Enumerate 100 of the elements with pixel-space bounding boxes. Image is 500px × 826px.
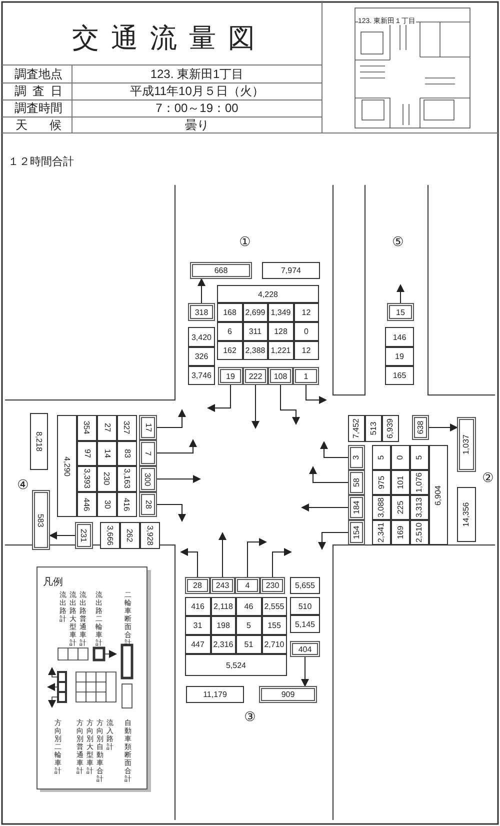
count-value: 668 <box>214 266 228 275</box>
cell-value: 19 <box>395 352 404 361</box>
cell-value: 198 <box>216 621 230 630</box>
count-value: 231 <box>80 528 88 542</box>
cell-value: 3,313 <box>415 497 424 518</box>
arrow <box>247 538 267 578</box>
count-box <box>290 641 320 657</box>
cell-value: 3,420 <box>191 332 212 342</box>
count-box <box>457 487 476 542</box>
count-box <box>348 495 365 520</box>
cell-value: 5,524 <box>226 660 246 670</box>
count-box <box>262 262 320 279</box>
arrow <box>306 384 327 404</box>
count-box <box>139 415 157 440</box>
count-box <box>32 490 50 550</box>
arrow <box>301 656 309 687</box>
count-box <box>235 577 260 594</box>
count-value: 15 <box>396 308 405 316</box>
count-box <box>185 577 210 594</box>
count-box <box>75 522 93 549</box>
diagram-title: 交通流量図 <box>72 22 267 55</box>
cell-value: 2,388 <box>245 346 266 355</box>
count-value: 222 <box>248 372 262 380</box>
arrow <box>207 384 231 412</box>
cell-value: 162 <box>223 346 236 355</box>
cell-value: 51 <box>244 640 254 649</box>
arrow <box>301 504 348 512</box>
count-box <box>190 262 252 279</box>
count-box <box>457 417 476 472</box>
cell-value: 2,316 <box>213 640 234 649</box>
arrow <box>180 548 198 578</box>
cell-value: 446 <box>82 498 92 511</box>
count-box <box>243 367 268 385</box>
count-value: 638 <box>416 420 425 434</box>
count-box <box>259 686 317 703</box>
cell-value: 7,452 <box>352 418 361 439</box>
cell-value: 31 <box>193 621 202 630</box>
count-box <box>186 686 244 703</box>
count-box <box>387 303 414 321</box>
cell-value: 12 <box>302 308 311 317</box>
field-label: 調査地点 <box>14 66 62 83</box>
count-value: 404 <box>298 644 312 654</box>
cell-value: 975 <box>377 476 386 490</box>
cell-value: 3,163 <box>122 468 132 489</box>
count-box <box>210 577 235 594</box>
arrow <box>428 424 458 432</box>
count-value: 318 <box>194 308 208 316</box>
count-box <box>218 367 243 385</box>
field-value: 7：00～19：00 <box>156 100 238 117</box>
count-box <box>139 492 157 517</box>
arrow <box>198 278 206 304</box>
count-value: 243 <box>216 581 230 590</box>
section-heading: １２時間合計 <box>8 156 74 168</box>
field-label: 天候 <box>16 116 84 134</box>
cell-value: 5 <box>415 455 424 460</box>
count-value: 58 <box>352 478 361 487</box>
arrow <box>218 532 226 578</box>
arrow <box>272 548 292 578</box>
count-box <box>268 367 293 385</box>
cell-value: 447 <box>191 640 204 649</box>
arrow <box>309 466 348 483</box>
arrow <box>318 532 348 550</box>
arrow <box>280 384 300 425</box>
cell-value: 101 <box>396 476 405 490</box>
cell-value: 1,076 <box>415 472 424 493</box>
count-value: 300 <box>144 472 152 486</box>
cell-value: 3,928 <box>146 525 154 546</box>
count-value: 154 <box>352 526 361 540</box>
cell-value: 2,118 <box>214 602 233 611</box>
count-value: 1 <box>304 372 308 380</box>
count-value: 3 <box>352 455 361 460</box>
cell-value: 225 <box>396 500 405 514</box>
count-value: 4 <box>245 581 250 590</box>
count-value: 11,179 <box>203 690 227 699</box>
count-value: 19 <box>226 372 235 380</box>
approach-number: ⑤ <box>392 234 404 250</box>
cell-value: 6 <box>228 327 232 336</box>
approach-number: ② <box>482 470 494 486</box>
cell-value: 3,666 <box>106 525 114 546</box>
cell-value: 510 <box>298 602 312 610</box>
cell-value: 327 <box>122 421 132 434</box>
count-box <box>348 520 365 545</box>
cell-value: 46 <box>244 602 254 611</box>
field-label: 調査日 <box>14 83 68 100</box>
count-value: 14,356 <box>462 502 471 527</box>
cell-value: 4,228 <box>258 290 278 298</box>
cell-value: 354 <box>82 421 92 434</box>
count-value: 1,037 <box>462 434 471 455</box>
cell-value: 2,510 <box>415 522 424 543</box>
cell-value: 168 <box>223 308 236 317</box>
cell-value: 1,349 <box>270 308 291 317</box>
count-box <box>188 303 215 321</box>
count-box <box>260 577 285 594</box>
count-box <box>412 415 429 440</box>
arrow <box>156 439 197 454</box>
approach-number: ① <box>239 234 251 250</box>
cell-value: 3,088 <box>377 497 386 518</box>
arrow <box>49 532 76 540</box>
cell-value: 416 <box>191 602 204 611</box>
cell-value: 30 <box>102 500 112 509</box>
